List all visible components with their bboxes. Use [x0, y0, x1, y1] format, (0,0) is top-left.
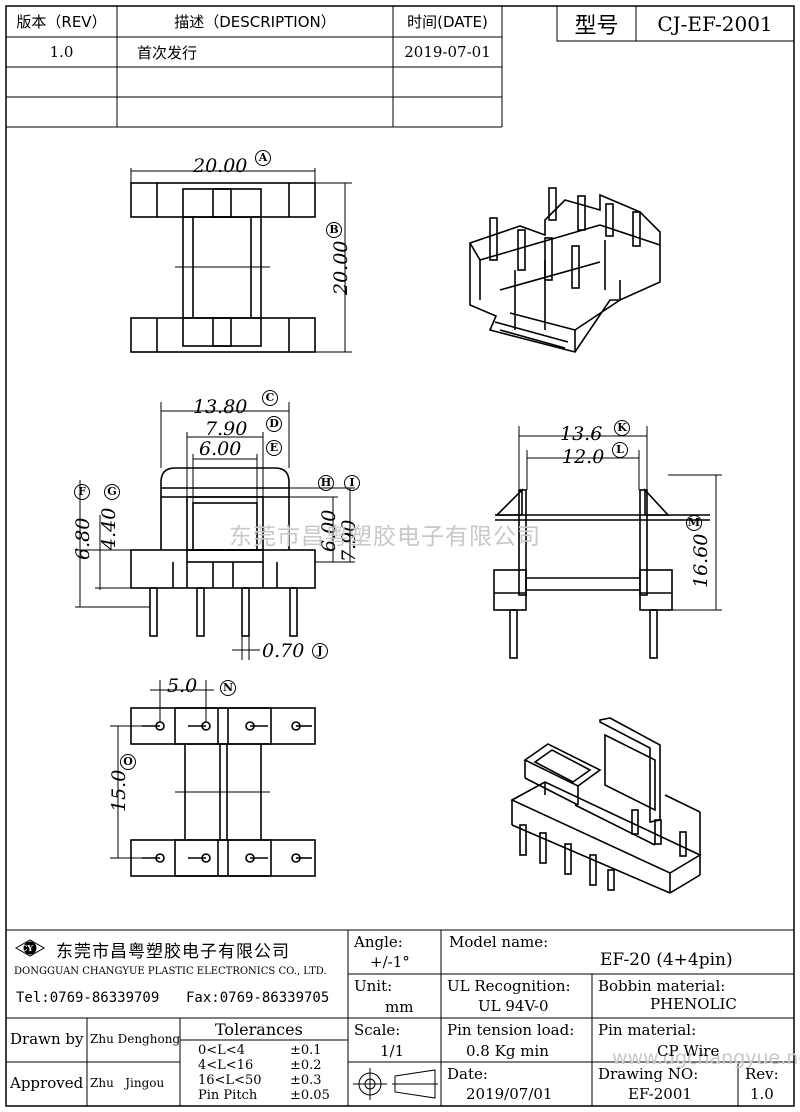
ul-value: UL 94V-0	[478, 997, 549, 1015]
dim-n-tag: N	[220, 680, 236, 696]
drawn-by-label: Drawn by	[10, 1030, 84, 1048]
drawn-by-value: Zhu Denghong	[90, 1032, 181, 1046]
scale-label: Scale:	[354, 1021, 401, 1039]
view-iso-lower	[510, 717, 702, 894]
projection-symbol	[353, 1068, 438, 1100]
tolerance-range: 4<L<16	[198, 1058, 254, 1073]
dim-n-value: 5.0	[167, 675, 198, 697]
company-name-en: DONGGUAN CHANGYUE PLASTIC ELECTRONICS CO…	[14, 966, 327, 977]
dim-m-tag: M	[686, 515, 702, 531]
dim-k-tag: K	[614, 420, 630, 436]
dim-j-value: 0.70	[262, 640, 305, 662]
angle-value: +/-1°	[370, 953, 410, 971]
company-fax: Fax:0769-86339705	[186, 990, 330, 1006]
tolerance-value: ±0.05	[290, 1088, 330, 1103]
header-date: 时间(DATE)	[407, 13, 488, 31]
model-name-value: EF-20 (4+4pin)	[600, 950, 733, 970]
pin-tension-label: Pin tension load:	[447, 1021, 575, 1039]
tolerance-value: ±0.3	[290, 1073, 322, 1088]
tolerances-label: Tolerances	[215, 1020, 303, 1039]
date-cell: 2019-07-01	[404, 43, 491, 61]
rev-value: 1.0	[750, 1085, 774, 1103]
dim-o-value: 15.0	[108, 769, 130, 812]
unit-value: mm	[385, 998, 414, 1016]
model-label: 型号	[574, 13, 619, 39]
dim-f-tag: F	[74, 484, 90, 500]
dim-k-value: 13.6	[560, 423, 603, 445]
dim-l-value: 12.0	[562, 446, 605, 468]
tolerance-range: 16<L<50	[198, 1073, 262, 1088]
watermark-url: www.dgchangyue.net	[612, 1047, 800, 1069]
unit-label: Unit:	[354, 977, 393, 995]
pin-material-label: Pin material:	[598, 1021, 697, 1039]
drawing-no-label: Drawing NO:	[598, 1065, 699, 1083]
scale-value: 1/1	[380, 1042, 405, 1060]
dim-h-tag: H	[318, 475, 334, 491]
ul-label: UL Recognition:	[447, 977, 571, 995]
dim-f-value: 6.80	[72, 517, 94, 560]
dim-e-value: 6.00	[199, 438, 242, 460]
header-rev: 版本（REV）	[16, 13, 107, 31]
company-name-cn: 东莞市昌粤塑胶电子有限公司	[56, 942, 290, 962]
tolerance-range: Pin Pitch	[198, 1088, 258, 1103]
date-label: Date:	[447, 1065, 488, 1083]
dim-o-tag: O	[120, 754, 136, 770]
rev-label: Rev:	[745, 1065, 779, 1083]
view-side	[493, 487, 710, 659]
description-cell: 首次发行	[136, 43, 197, 62]
header-description: 描述（DESCRIPTION）	[174, 13, 336, 31]
rev-cell: 1.0	[49, 43, 74, 61]
approved-label: Approved	[10, 1074, 84, 1092]
dim-g-tag: G	[104, 484, 120, 500]
pin-tension-value: 0.8 Kg min	[466, 1042, 549, 1060]
date-value: 2019/07/01	[466, 1085, 553, 1103]
dim-i-tag: I	[344, 475, 360, 491]
dim-l-tag: L	[612, 442, 628, 458]
logo-text: CY	[21, 943, 34, 953]
dim-a-value: 20.00	[193, 155, 248, 177]
view-front	[130, 467, 316, 637]
dim-c-value: 13.80	[193, 396, 248, 418]
tolerance-range: 0<L<4	[198, 1043, 245, 1058]
model-name-label: Model name:	[449, 933, 549, 951]
dim-a-tag: A	[255, 150, 271, 166]
view-iso-upper	[469, 187, 661, 353]
dim-c-tag: C	[262, 390, 278, 406]
dim-b-tag: B	[326, 222, 342, 238]
company-tel: Tel:0769-86339709	[16, 990, 160, 1006]
pin-material-value: CP Wire	[657, 1042, 720, 1060]
watermark: 东莞市昌粤塑胶电子有限公司	[229, 524, 541, 550]
dim-m-value: 16.60	[690, 533, 712, 588]
company-logo	[14, 939, 46, 957]
model-number: CJ-EF-2001	[657, 11, 773, 36]
bobbin-value: PHENOLIC	[650, 995, 737, 1013]
dim-b-value: 20.00	[330, 240, 352, 295]
dim-e-tag: E	[266, 440, 282, 456]
dim-d-value: 7.90	[205, 418, 248, 440]
angle-label: Angle:	[354, 933, 403, 951]
dim-g-value: 4.40	[98, 507, 120, 550]
bobbin-label: Bobbin material:	[598, 977, 726, 995]
tolerance-value: ±0.2	[290, 1058, 322, 1073]
drawing-no-value: EF-2001	[628, 1085, 692, 1103]
tolerance-value: ±0.1	[290, 1043, 322, 1058]
dim-d-tag: D	[266, 416, 282, 432]
dim-j-tag: J	[312, 643, 328, 659]
approved-value: Zhu Jingou	[90, 1076, 165, 1090]
